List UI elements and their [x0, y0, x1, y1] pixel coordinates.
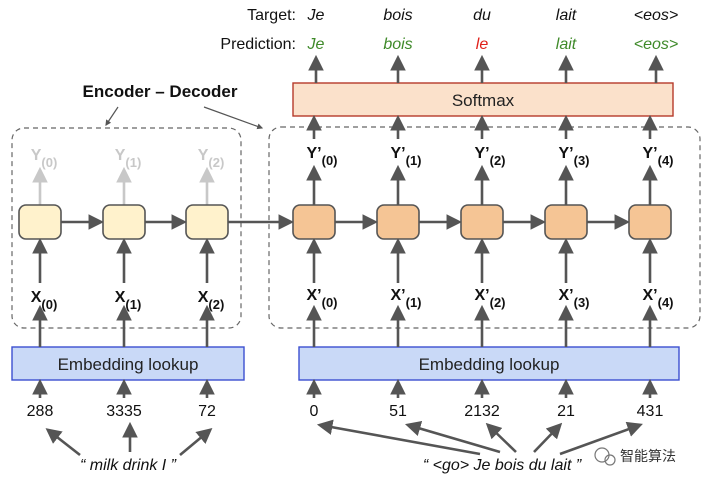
decoder-sentence: “ <go> Je bois du lait ”	[423, 457, 582, 474]
prediction-row-label: Prediction:	[220, 36, 296, 53]
decoder-input-label: X’(4)	[642, 287, 673, 310]
wechat-icon-small	[604, 454, 616, 466]
rnn-cells	[18, 204, 672, 240]
decoder-embedding-label: Embedding lookup	[419, 355, 560, 374]
decoder-output-label: Y’(1)	[390, 145, 421, 168]
target-token: <eos>	[634, 7, 678, 24]
sentence-arrow	[179, 428, 213, 456]
decoder-output-label: Y’(4)	[642, 145, 673, 168]
decoder-cell	[292, 204, 336, 240]
decoder-input-label: X’(2)	[474, 287, 505, 310]
encoder-output-label: Y(0)	[31, 147, 58, 170]
softmax-label: Softmax	[452, 91, 515, 110]
prediction-token: le	[476, 36, 489, 53]
encoder-sentence: “ milk drink I ”	[80, 457, 177, 474]
encoder-input-label: X(2)	[198, 289, 225, 312]
encoder-input-label: X(1)	[115, 289, 142, 312]
encoder-cell	[18, 204, 62, 240]
encoder-output-label: Y(2)	[198, 147, 225, 170]
sentence-arrow	[533, 422, 563, 453]
decoder-cell	[460, 204, 504, 240]
prediction-token: lait	[556, 36, 577, 53]
decoder-cell	[376, 204, 420, 240]
decoder-token-id: 431	[637, 403, 664, 420]
prediction-token: bois	[383, 36, 412, 53]
sentence-arrow	[485, 422, 517, 453]
sentence-arrow	[45, 428, 81, 457]
decoder-cell	[544, 204, 588, 240]
title-pointer-decoder	[203, 106, 264, 130]
encoder-cell	[102, 204, 146, 240]
encoder-token-id: 72	[198, 403, 216, 420]
decoder-group-outline	[268, 126, 701, 329]
decoder-token-id: 0	[310, 403, 319, 420]
variable-labels: Y(0) Y(1) Y(2) X(0) X(1) X(2) Y’(0) Y’(1) Y’(2) Y…	[31, 145, 674, 312]
decoder-input-label: X’(0)	[306, 287, 337, 310]
prediction-token: Je	[307, 36, 325, 53]
arrows	[32, 54, 664, 457]
diagram-title: Encoder – Decoder	[83, 82, 238, 101]
sentence-arrow	[559, 421, 643, 456]
decoder-token-id: 51	[389, 403, 407, 420]
decoder-output-label: Y’(3)	[558, 145, 589, 168]
encoder-group-outline	[11, 127, 242, 329]
decoder-output-label: Y’(0)	[306, 145, 337, 168]
prediction-tokens: Je bois le lait <eos>	[307, 36, 679, 53]
target-tokens: Je bois du lait <eos>	[307, 7, 679, 24]
decoder-cell	[628, 204, 672, 240]
encoder-token-id: 3335	[106, 403, 142, 420]
decoder-embedding-box	[298, 346, 680, 381]
wechat-icon	[594, 447, 610, 463]
encoder-cell	[185, 204, 229, 240]
sentence-arrow	[316, 419, 481, 456]
prediction-token: <eos>	[634, 36, 678, 53]
watermark: 智能算法	[594, 447, 676, 466]
title-pointer-encoder	[105, 106, 119, 126]
decoder-input-label: X’(3)	[558, 287, 589, 310]
watermark-text: 智能算法	[620, 448, 676, 464]
target-token: Je	[307, 7, 325, 24]
target-row-label: Target:	[247, 7, 296, 24]
target-token: du	[473, 7, 491, 24]
encoder-embedding-label: Embedding lookup	[58, 355, 199, 374]
token-ids: 288 3335 72 0 51 2132 21 431	[27, 403, 664, 420]
decoder-input-label: X’(1)	[390, 287, 421, 310]
encoder-output-label: Y(1)	[115, 147, 142, 170]
decoder-token-id: 2132	[464, 403, 500, 420]
decoder-token-id: 21	[557, 403, 575, 420]
target-token: bois	[383, 7, 412, 24]
target-token: lait	[556, 7, 577, 24]
encoder-token-id: 288	[27, 403, 54, 420]
encoder-input-label: X(0)	[31, 289, 58, 312]
sentence-arrow	[405, 421, 501, 454]
decoder-output-label: Y’(2)	[474, 145, 505, 168]
